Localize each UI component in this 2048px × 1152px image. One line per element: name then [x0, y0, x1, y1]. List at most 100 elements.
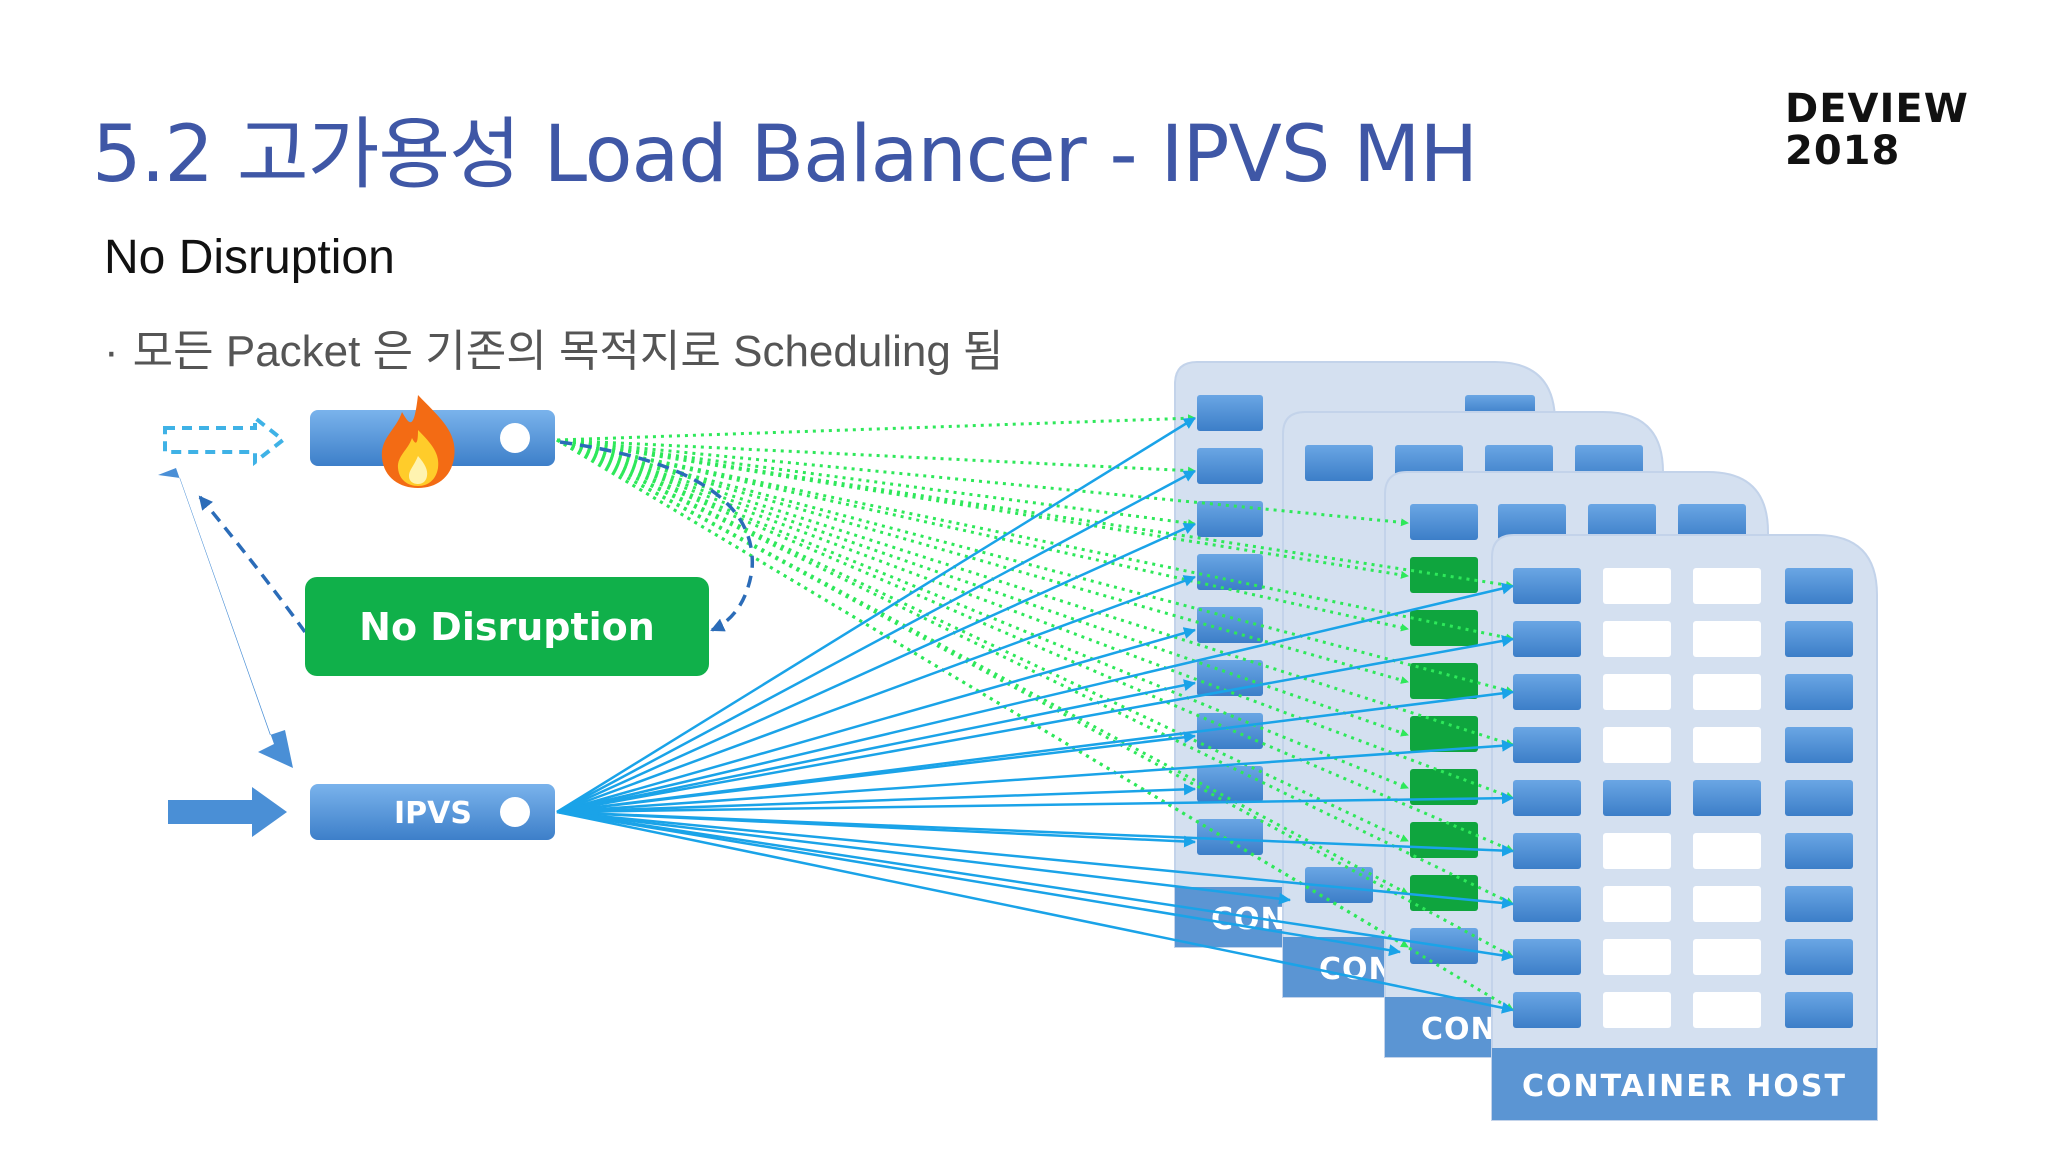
- container-cell: [1785, 780, 1853, 816]
- empty-slot: [1603, 992, 1671, 1028]
- existing-connection: [556, 438, 1409, 527]
- ipvs-connection: [556, 627, 1196, 814]
- ipvs-connection: [556, 522, 1196, 814]
- container-cell: [1197, 554, 1263, 590]
- ipvs-connections: [556, 416, 1514, 1014]
- empty-slot: [1603, 621, 1671, 657]
- empty-slot: [1693, 992, 1761, 1028]
- container-cell: [1513, 939, 1581, 975]
- empty-slot: [1693, 568, 1761, 604]
- empty-slot: [1693, 886, 1761, 922]
- existing-connection: [556, 438, 1409, 632]
- ipvs-connection: [556, 575, 1196, 814]
- existing-connections: [556, 414, 1514, 1012]
- ipvs-connection: [556, 810, 1291, 905]
- empty-slot: [1603, 727, 1671, 763]
- ipvs-connection: [556, 635, 1514, 814]
- empty-slot: [1603, 886, 1671, 922]
- container-cell: [1785, 992, 1853, 1028]
- container-cell: [1197, 819, 1263, 855]
- ipvs-connection: [556, 582, 1514, 814]
- active-container-cell: [1410, 663, 1478, 699]
- ipvs-connection: [556, 810, 1401, 957]
- container-cell: [1197, 395, 1263, 431]
- existing-connection: [556, 438, 1514, 800]
- ipvs-connection: [556, 739, 1514, 814]
- host-card-footer: [1492, 1048, 1877, 1120]
- active-container-cell: [1410, 716, 1478, 752]
- empty-slot: [1603, 833, 1671, 869]
- ipvs-connection: [556, 783, 1196, 814]
- logo-line-2: 2018: [1785, 128, 1901, 174]
- container-cell: [1513, 568, 1581, 604]
- empty-slot: [1693, 621, 1761, 657]
- dashed-input-arrow: [163, 413, 287, 467]
- failed-lb-node: [310, 395, 555, 488]
- existing-connection: [556, 414, 1196, 442]
- dashed-status-arrow: [559, 440, 754, 632]
- empty-slot: [1603, 674, 1671, 710]
- ipvs-connection: [556, 810, 1514, 909]
- ipvs-label: IPVS: [394, 796, 472, 831]
- container-cell: [1785, 727, 1853, 763]
- container-host-card: CONTAINER HOST: [1491, 534, 1878, 1121]
- host-card-body: [1491, 534, 1878, 1121]
- container-cell: [1513, 780, 1581, 816]
- empty-slot: [1603, 939, 1671, 975]
- ipvs-connection: [556, 810, 1514, 962]
- failover-arrow: [158, 468, 293, 768]
- ipvs-connection: [556, 416, 1196, 814]
- container-cell: [1465, 395, 1535, 415]
- ipvs-connection: [556, 810, 1514, 857]
- status-label: No Disruption: [359, 605, 655, 649]
- container-cell: [1197, 766, 1263, 802]
- deview-logo: DEVIEW 2018: [1785, 88, 1969, 172]
- dashed-return-arrow: [198, 495, 307, 634]
- existing-connection: [556, 438, 1409, 737]
- existing-connection: [556, 438, 1514, 589]
- container-cell: [1197, 607, 1263, 643]
- container-cell: [1693, 780, 1761, 816]
- container-cell: [1678, 504, 1746, 540]
- container-cell: [1305, 867, 1373, 903]
- container-cell: [1588, 504, 1656, 540]
- node-port-dot: [500, 797, 530, 827]
- bullet-text: 모든 Packet 은 기존의 목적지로 Scheduling 됨: [132, 327, 1004, 376]
- section-subtitle: No Disruption: [104, 231, 395, 284]
- existing-connection: [556, 438, 1514, 959]
- existing-connection: [556, 438, 1409, 684]
- active-container-cell: [1410, 822, 1478, 858]
- fire-icon: [381, 395, 455, 488]
- ipvs-connection: [556, 469, 1196, 814]
- container-cell: [1513, 621, 1581, 657]
- input-arrow: [168, 787, 287, 837]
- empty-slot: [1693, 674, 1761, 710]
- container-cell: [1513, 674, 1581, 710]
- container-cell: [1498, 504, 1566, 540]
- existing-connection: [556, 438, 1514, 906]
- slide-title: 5.2 고가용성 Load Balancer - IPVS MH: [92, 110, 1478, 200]
- existing-connection: [556, 438, 1409, 790]
- active-container-cell: [1410, 769, 1478, 805]
- status-box: No Disruption: [305, 577, 709, 676]
- active-container-cell: [1410, 610, 1478, 646]
- container-cell: [1305, 445, 1373, 481]
- container-cell: [1785, 568, 1853, 604]
- container-cell: [1603, 780, 1671, 816]
- host-label: CON: [1421, 1012, 1497, 1047]
- ipvs-connection: [556, 792, 1514, 814]
- container-cell: [1513, 727, 1581, 763]
- container-cell: [1197, 501, 1263, 537]
- empty-slot: [1693, 727, 1761, 763]
- host-label: CONTAINER HOST: [1522, 1069, 1847, 1104]
- existing-connection: [556, 438, 1514, 853]
- bullet-mark: ·: [104, 327, 119, 376]
- traffic-flow-arrows: [158, 413, 754, 837]
- bullet-item: · 모든 Packet 은 기존의 목적지로 Scheduling 됨: [104, 315, 1004, 379]
- ipvs-connection: [556, 679, 1196, 814]
- ipvs-connection: [556, 810, 1514, 1014]
- existing-connection: [556, 438, 1196, 528]
- container-cell: [1513, 833, 1581, 869]
